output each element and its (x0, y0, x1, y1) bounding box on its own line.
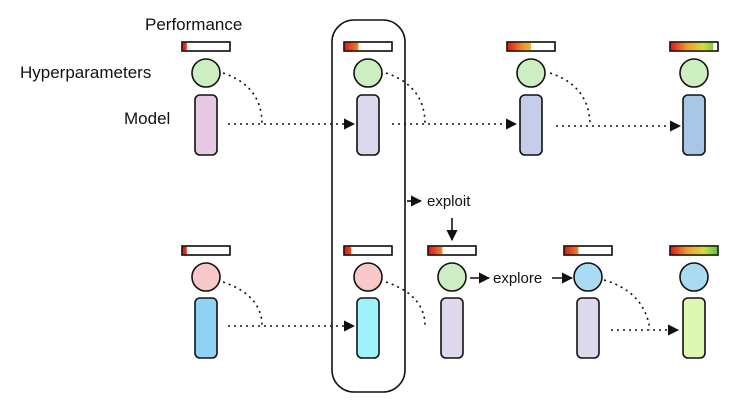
top-step-4-performance-outline (669, 41, 719, 52)
top-step-3-model (519, 94, 543, 156)
top-step-4-performance-fill (670, 42, 714, 51)
top-step-2-model (356, 94, 380, 156)
bottom-step-3-performance-fill (428, 246, 443, 255)
bottom-step-2-performance-fill (344, 246, 352, 255)
bottom-step-1-performance-bar (181, 245, 231, 256)
top-curve-1 (222, 72, 263, 125)
selection-frame (331, 19, 406, 393)
bottom-curve-3 (603, 279, 651, 331)
top-step-3-hyperparameters (516, 58, 546, 88)
bottom-curve-1 (222, 281, 263, 327)
bottom-step-1-performance-outline (181, 245, 231, 256)
model-label: Model (124, 109, 170, 128)
bottom-step-4-performance-outline (563, 245, 613, 256)
bottom-step-4-performance-fill (564, 246, 579, 255)
top-step-1-performance-outline (181, 41, 231, 52)
solid-arrows (407, 195, 574, 284)
top-step-1-hyperparameters (191, 58, 221, 88)
bottom-step-2-performance-outline (343, 245, 393, 256)
exploit-label: exploit (427, 193, 471, 210)
top-step-2-hyperparameters (353, 58, 383, 88)
bottom-step-5-performance-outline (669, 245, 719, 256)
bottom-step-4-hyperparameters (573, 262, 603, 292)
bottom-step-1-model (194, 297, 218, 359)
top-curve-2 (385, 72, 426, 125)
top-step-1-performance-fill (182, 42, 187, 51)
bottom-step-5-hyperparameters (679, 262, 709, 292)
top-step-4-model (682, 94, 706, 156)
explore-label: explore (493, 270, 542, 287)
top-step-2-performance-outline (343, 41, 393, 52)
hyperparameters-label: Hyperparameters (20, 63, 151, 82)
connectors (222, 72, 682, 336)
performance-label: Performance (145, 15, 242, 34)
bottom-curve-2 (385, 281, 426, 327)
bottom-step-2-model (356, 297, 380, 359)
top-step-1-model (194, 94, 218, 156)
bottom-step-2-hyperparameters (353, 262, 383, 292)
top-curve-3 (549, 72, 591, 127)
bottom-step-1-performance-fill (182, 246, 187, 255)
top-step-2-performance-fill (344, 42, 359, 51)
top-step-3-performance-fill (507, 42, 531, 51)
bottom-step-5-model (682, 297, 706, 359)
top-step-3-performance-outline (506, 41, 556, 52)
bottom-step-1-hyperparameters (191, 262, 221, 292)
bottom-step-5-performance-fill (670, 246, 718, 255)
bottom-step-3-hyperparameters (437, 262, 467, 292)
bottom-step-3-model (440, 297, 464, 359)
top-step-1-performance-bar (181, 41, 231, 52)
top-step-4-hyperparameters (679, 58, 709, 88)
nodes (181, 41, 719, 359)
bottom-step-3-performance-outline (427, 245, 477, 256)
bottom-step-4-model (576, 297, 600, 359)
